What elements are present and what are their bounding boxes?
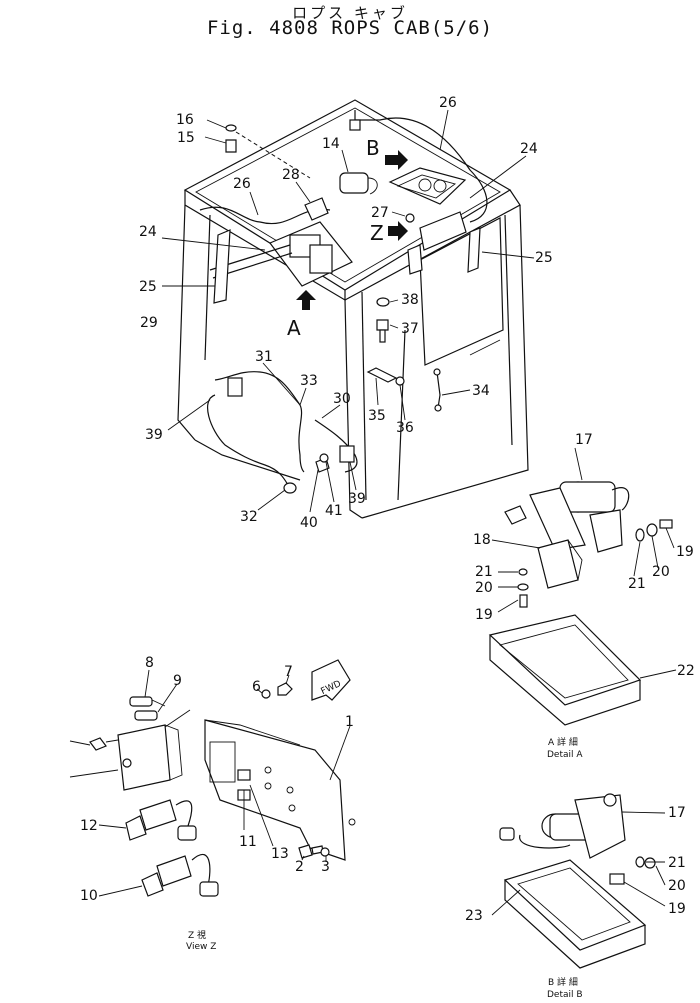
part-number: 26 [439, 95, 457, 111]
part-number: 18 [473, 532, 491, 548]
part-number: 11 [239, 834, 257, 850]
part-number: 16 [176, 112, 194, 128]
part-number: 26 [233, 176, 251, 192]
part-number: 9 [173, 673, 182, 689]
view-label-z: Z [370, 221, 384, 245]
part-number: 35 [368, 408, 386, 424]
caption-view-z: View Z [186, 942, 216, 952]
part-number: 12 [80, 818, 98, 834]
part-number: 24 [520, 141, 538, 157]
part-number: 28 [282, 167, 300, 183]
part-number: 27 [371, 205, 389, 221]
part-number: 2 [295, 859, 304, 875]
part-number: 24 [139, 224, 157, 240]
part-number: 19 [475, 607, 493, 623]
part-number: 39 [145, 427, 163, 443]
part-number: 36 [396, 420, 414, 436]
caption-detail-b-jp: B 詳 細 [548, 976, 578, 988]
part-number: 25 [535, 250, 553, 266]
part-number: 39 [348, 491, 366, 507]
part-number: 38 [401, 292, 419, 308]
part-number: 14 [322, 136, 340, 152]
part-number: 21 [475, 564, 493, 580]
part-number: 7 [284, 664, 293, 680]
part-number: 21 [668, 855, 686, 871]
part-number: 32 [240, 509, 258, 525]
leader-lines-detail-a [491, 447, 677, 679]
detail-b-drawing [499, 793, 656, 969]
part-number: 1 [345, 714, 354, 730]
view-label-a: A [287, 316, 301, 340]
part-number: 40 [300, 515, 318, 531]
part-number: 23 [465, 908, 483, 924]
part-number: 41 [325, 503, 343, 519]
title-japanese: ロプス キャブ [292, 4, 408, 22]
part-number: 30 [333, 391, 351, 407]
part-number: 25 [139, 279, 157, 295]
part-number: 29 [140, 315, 158, 331]
part-number: 3 [321, 859, 330, 875]
part-number: 22 [677, 663, 695, 679]
leader-lines-view-z [69, 669, 351, 897]
part-number: 21 [628, 576, 646, 592]
part-number: 33 [300, 373, 318, 389]
figure-title: Fig. 4808 ROPS CAB(5/6) [206, 17, 494, 39]
part-number: 19 [668, 901, 686, 917]
arrow-b-icon [385, 150, 408, 170]
part-number: 17 [668, 805, 686, 821]
part-number: 37 [401, 321, 419, 337]
fwd-arrow-icon [311, 659, 351, 701]
part-number: 10 [80, 888, 98, 904]
part-number: 19 [676, 544, 694, 560]
view-label-b: B [366, 136, 380, 160]
part-number: 6 [252, 679, 261, 695]
leader-lines-cab [161, 109, 535, 513]
caption-view-z-jp: Z 視 [188, 929, 206, 941]
caption-detail-a-jp: A 詳 細 [548, 736, 578, 748]
arrow-z-icon [388, 221, 408, 241]
caption-detail-a: Detail A [547, 750, 583, 760]
arrow-a-icon [296, 290, 316, 310]
leader-lines-detail-b [491, 811, 666, 916]
cab-body [177, 99, 529, 519]
part-number: 20 [668, 878, 686, 894]
part-number: 15 [177, 130, 195, 146]
caption-detail-b: Detail B [547, 990, 583, 999]
part-number: 20 [652, 564, 670, 580]
part-number: 8 [145, 655, 154, 671]
part-number: 34 [472, 383, 490, 399]
part-number: 20 [475, 580, 493, 596]
part-number: 13 [271, 846, 289, 862]
part-number: 31 [255, 349, 273, 365]
view-z-drawing [89, 659, 356, 897]
part-number: 17 [575, 432, 593, 448]
detail-a-drawing [488, 481, 673, 726]
